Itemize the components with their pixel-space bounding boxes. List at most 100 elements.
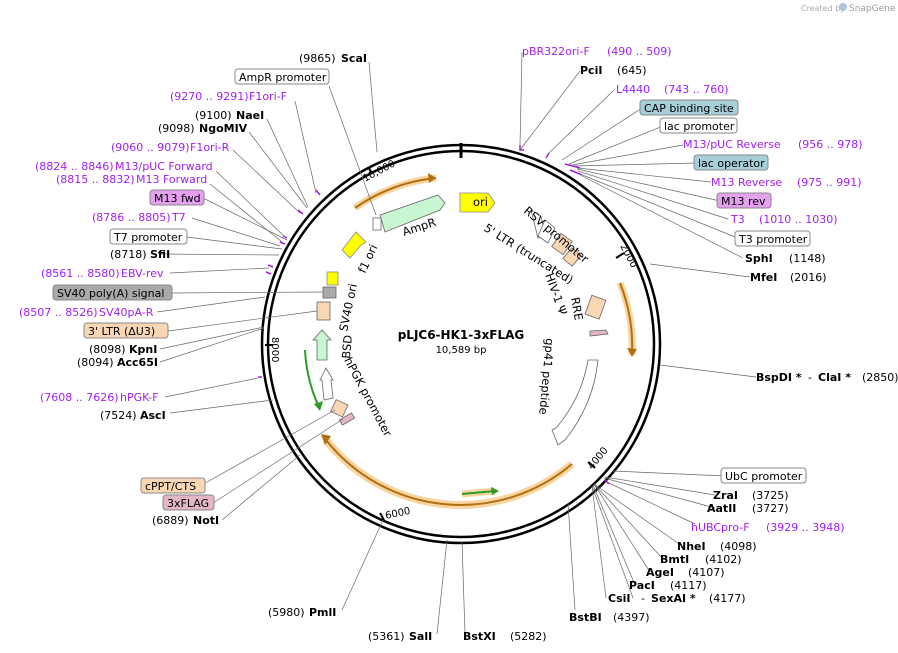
orf-arc-top-arrowhead [428,173,436,183]
primer-pbr322ori-f-name[interactable]: pBR322ori-F [522,45,590,58]
site-sali-name[interactable]: SalI [409,630,432,643]
site-nhei-name[interactable]: NheI [677,540,706,553]
site-paci-name[interactable]: PacI [629,579,655,592]
primer-t7-range: (8786 .. 8805) [92,211,171,224]
site-sfii-name[interactable]: SfiI [150,248,170,261]
feature-ori[interactable] [459,192,496,213]
site-nhei-pos: (4098) [720,540,757,553]
tick-label-8000: 8000 [269,337,280,362]
site-csii-name[interactable]: CsiI [608,592,630,605]
primer-t3-name[interactable]: T3 [730,213,745,226]
site-bspdi-name[interactable]: BspDI * [756,371,802,384]
site-scai-name[interactable]: ScaI [341,52,367,65]
site-kpni-pos: (8098) [89,343,126,356]
feature-sv40ori[interactable] [326,271,339,286]
feature-bsd[interactable] [312,329,332,361]
site-bstbi-name[interactable]: BstBI [569,611,602,624]
box-cap-binding[interactable] [639,99,739,116]
site-clai-pos: (2850) [862,371,898,384]
feature-f1ori[interactable] [341,231,367,259]
site-sphi-pos: (1148) [789,252,826,265]
site-bstxi-name[interactable]: BstXI [463,630,496,643]
site-aatii-name[interactable]: AatII [707,502,736,515]
box-m13-rev[interactable] [716,192,772,209]
feature-rsv-arrow[interactable] [537,219,556,244]
box-ampr-promoter[interactable] [234,68,330,85]
primer-m13-forward-name[interactable]: M13 Forward [136,173,207,186]
feature-hpgk-promoter[interactable] [319,367,334,401]
site-bmti-name[interactable]: BmtI [660,553,689,566]
site-naei-pos: (9100) [195,109,232,122]
site-sfii-pos: (8718) [110,248,147,261]
box-3ltr[interactable] [83,322,169,339]
box-cppt[interactable] [140,477,206,494]
feature-ampr[interactable] [379,194,446,233]
site-asci-name[interactable]: AscI [140,409,166,422]
tick-label-6000: 6000 [384,506,411,522]
site-agei-name[interactable]: AgeI [646,566,674,579]
feature-rre[interactable] [584,294,607,320]
primer-t7-name[interactable]: T7 [171,211,186,224]
feature-gp41[interactable] [551,359,599,446]
site-acc65i-name[interactable]: Acc65I [117,356,158,369]
snapgene-logo-icon [839,3,847,11]
primer-m13puc-rev-name[interactable]: M13/pUC Reverse [683,138,781,151]
feature-hiv-psi[interactable] [562,247,582,267]
feature-ampr-promoter[interactable] [372,217,382,231]
site-sexai-name[interactable]: SexAI * [651,592,696,605]
orf-green-left-arrowhead [314,401,323,411]
feature-3xflag[interactable] [338,412,356,426]
primer-sv40pa-r-name[interactable]: SV40pA-R [99,306,154,319]
orf-arc-right-arrowhead [627,348,637,357]
box-t3-promoter[interactable] [734,230,811,247]
feature-bsd-label: BSD [339,334,355,359]
site-noti-name[interactable]: NotI [193,514,219,527]
site-sphi-name[interactable]: SphI [745,252,773,265]
primer-t3-range: (1010 .. 1030) [759,213,838,226]
primer-hubcpro-f-name[interactable]: hUBCpro-F [691,521,750,534]
tick-4000 [587,461,596,469]
site-naei-name[interactable]: NaeI [236,109,264,122]
primer-m13-reverse-name[interactable]: M13 Reverse [711,176,782,189]
site-pcii-pos: (645) [617,64,647,77]
site-pmli-name[interactable]: PmlI [309,606,336,619]
box-t7-promoter[interactable] [109,228,188,245]
site-ngomiv-pos: (9098) [158,122,195,135]
box-ubc-promoter[interactable] [720,467,807,484]
primer-f1ori-r-name[interactable]: F1ori-R [190,141,230,154]
site-kpni-name[interactable]: KpnI [129,343,157,356]
feature-5ltr[interactable] [551,232,573,256]
site-ngomiv-name[interactable]: NgoMIV [199,122,248,135]
feature-small-right[interactable] [589,329,609,337]
primer-l4440-range: (743 .. 760) [664,83,729,96]
tick-10000 [368,167,373,175]
box-sv40-polya[interactable] [52,284,173,301]
box-lac-promoter[interactable] [659,117,738,134]
feature-sv40-polya[interactable] [322,286,337,299]
box-m13-fwd[interactable] [149,189,205,206]
feature-3ltr[interactable] [316,301,331,321]
orf-green-bottom [461,490,496,495]
plasmid-size: 10,589 bp [436,345,487,356]
primer-m13puc-fwd-name[interactable]: M13/pUC Forward [115,160,213,173]
feature-cppt[interactable] [330,399,349,418]
box-m13-rev-text: M13 rev [721,195,766,208]
primer-ebv-rev-name[interactable]: EBV-rev [121,267,164,280]
site-bstxi-pos: (5282) [510,630,547,643]
primer-sv40pa-r-range: (8507 .. 8526) [19,306,98,319]
box-3xflag[interactable] [162,494,215,511]
box-lac-operator[interactable] [693,154,769,171]
tick-6000 [379,512,385,521]
site-zrai-name[interactable]: ZraI [713,489,738,502]
site-pcii-name[interactable]: PciI [580,64,602,77]
site-zrai-pos: (3725) [752,489,789,502]
feature-sv40ori-label: SV40 ori [336,282,360,332]
primer-f1ori-f-name[interactable]: F1ori-F [249,90,287,103]
primer-mark-hubcpro-f [604,479,610,485]
primer-hpgk-f-name[interactable]: hPGK-F [120,391,158,404]
site-pmli-pos: (5980) [268,606,305,619]
primer-l4440-name[interactable]: L4440 [616,83,650,96]
site-mfei-name[interactable]: MfeI [750,271,777,284]
primer-f1ori-r-range: (9060 .. 9079) [111,141,190,154]
site-clai-name[interactable]: ClaI * [818,371,851,384]
